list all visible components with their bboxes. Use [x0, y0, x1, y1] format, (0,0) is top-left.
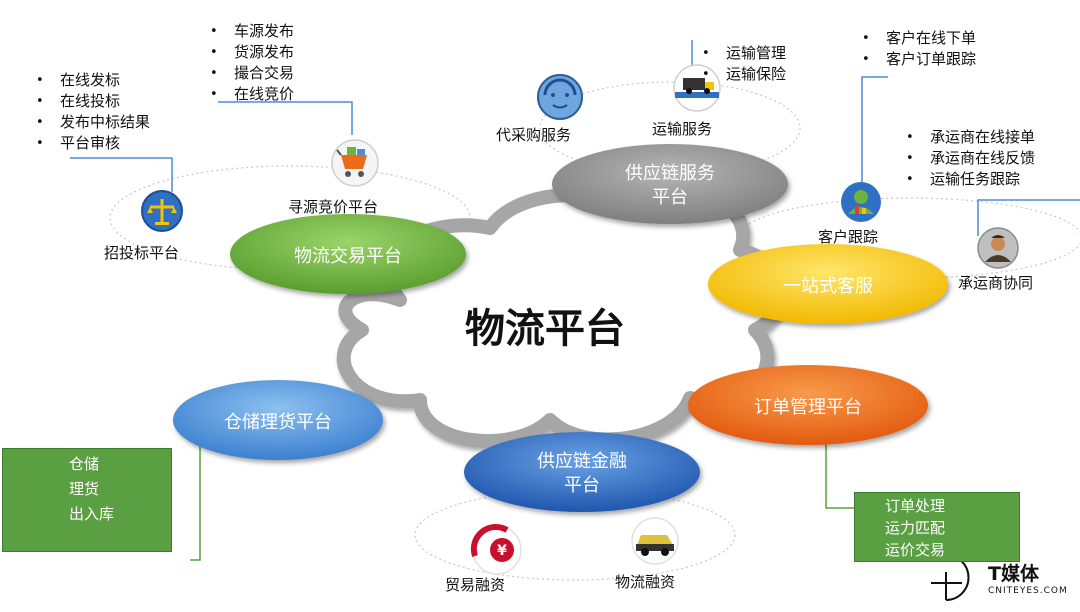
list-item: 在线投标	[32, 91, 150, 112]
trade-platform-label[interactable]: 物流交易平台	[294, 246, 402, 267]
scales-icon	[141, 190, 183, 232]
warehouse-function-item: 仓储	[69, 455, 100, 473]
watermark: T媒体 CNITEYES.COM	[928, 553, 1078, 609]
yuan-icon: ¥	[470, 523, 522, 575]
center-title: 物流平台	[465, 306, 625, 352]
bidding-feature-list: 在线发标 在线投标 发布中标结果 平台审核	[32, 70, 150, 154]
scm-platform-label-line2: 平台	[652, 187, 688, 208]
list-item: 货源发布	[206, 42, 294, 63]
transport-feature-list: 运输管理 运输保险	[698, 43, 786, 85]
watermark-title: T媒体	[988, 563, 1039, 585]
list-item: 运输管理	[698, 43, 786, 64]
warehouse-functions-box: 仓储 理货 出入库	[2, 448, 172, 552]
sourcing-feature-list: 车源发布 货源发布 撮合交易 在线竞价	[206, 21, 294, 105]
purchasing-service-label: 代采购服务	[496, 126, 572, 144]
sourcing-platform-label: 寻源竞价平台	[288, 198, 379, 216]
finance-platform-label[interactable]: 供应链金融 平台	[464, 450, 700, 498]
order-functions-box: 订单处理 运力匹配 运价交易	[854, 492, 1020, 562]
list-item: 客户订单跟踪	[858, 49, 976, 70]
list-item: 在线竞价	[206, 84, 294, 105]
customer-icon	[841, 182, 881, 222]
trade-platform-ellipse[interactable]	[230, 214, 466, 294]
carrier-collab-label: 承运商协同	[958, 274, 1034, 292]
list-item: 承运商在线接单	[902, 127, 1035, 148]
scm-platform-label-line1: 供应链服务	[625, 163, 715, 184]
warehouse-function-item: 出入库	[69, 505, 115, 523]
list-item: 运输保险	[698, 64, 786, 85]
car-icon	[631, 517, 679, 565]
carrier-person-icon	[977, 227, 1019, 269]
scm-platform-label[interactable]: 供应链服务 平台	[552, 162, 788, 210]
order-function-item: 运力匹配	[885, 519, 946, 537]
carrier-feature-list: 承运商在线接单 承运商在线反馈 运输任务跟踪	[902, 127, 1035, 190]
logistics-finance-label: 物流融资	[615, 573, 676, 591]
warehouse-function-item: 理货	[69, 480, 100, 498]
list-item: 客户在线下单	[858, 28, 976, 49]
customer-feature-list: 客户在线下单 客户订单跟踪	[858, 28, 976, 70]
scm-platform-ellipse[interactable]	[552, 144, 788, 224]
customer-tracking-label: 客户跟踪	[818, 228, 879, 246]
list-item: 运输任务跟踪	[902, 169, 1035, 190]
service-platform-ellipse[interactable]	[708, 244, 948, 324]
order-platform-ellipse[interactable]	[688, 365, 928, 445]
order-function-item: 运价交易	[885, 541, 946, 559]
bidding-platform-label: 招投标平台	[104, 244, 180, 262]
order-platform-label[interactable]: 订单管理平台	[754, 397, 862, 418]
finance-platform-label-line2: 平台	[564, 475, 600, 496]
svg-text:¥: ¥	[497, 543, 507, 559]
service-platform-label[interactable]: 一站式客服	[783, 276, 873, 297]
headset-face-icon	[537, 74, 583, 120]
order-function-item: 订单处理	[885, 497, 946, 515]
shopping-cart-icon	[331, 139, 379, 187]
list-item: 撮合交易	[206, 63, 294, 84]
list-item: 平台审核	[32, 133, 150, 154]
finance-platform-label-line1: 供应链金融	[537, 451, 627, 472]
list-item: 车源发布	[206, 21, 294, 42]
list-item: 发布中标结果	[32, 112, 150, 133]
warehouse-platform-ellipse[interactable]	[173, 380, 383, 460]
watermark-subtitle: CNITEYES.COM	[988, 586, 1068, 596]
warehouse-platform-label[interactable]: 仓储理货平台	[224, 412, 332, 433]
list-item: 承运商在线反馈	[902, 148, 1035, 169]
list-item: 在线发标	[32, 70, 150, 91]
finance-platform-ellipse[interactable]	[464, 432, 700, 512]
trade-finance-label: 贸易融资	[445, 576, 506, 594]
transport-service-label: 运输服务	[652, 120, 713, 138]
